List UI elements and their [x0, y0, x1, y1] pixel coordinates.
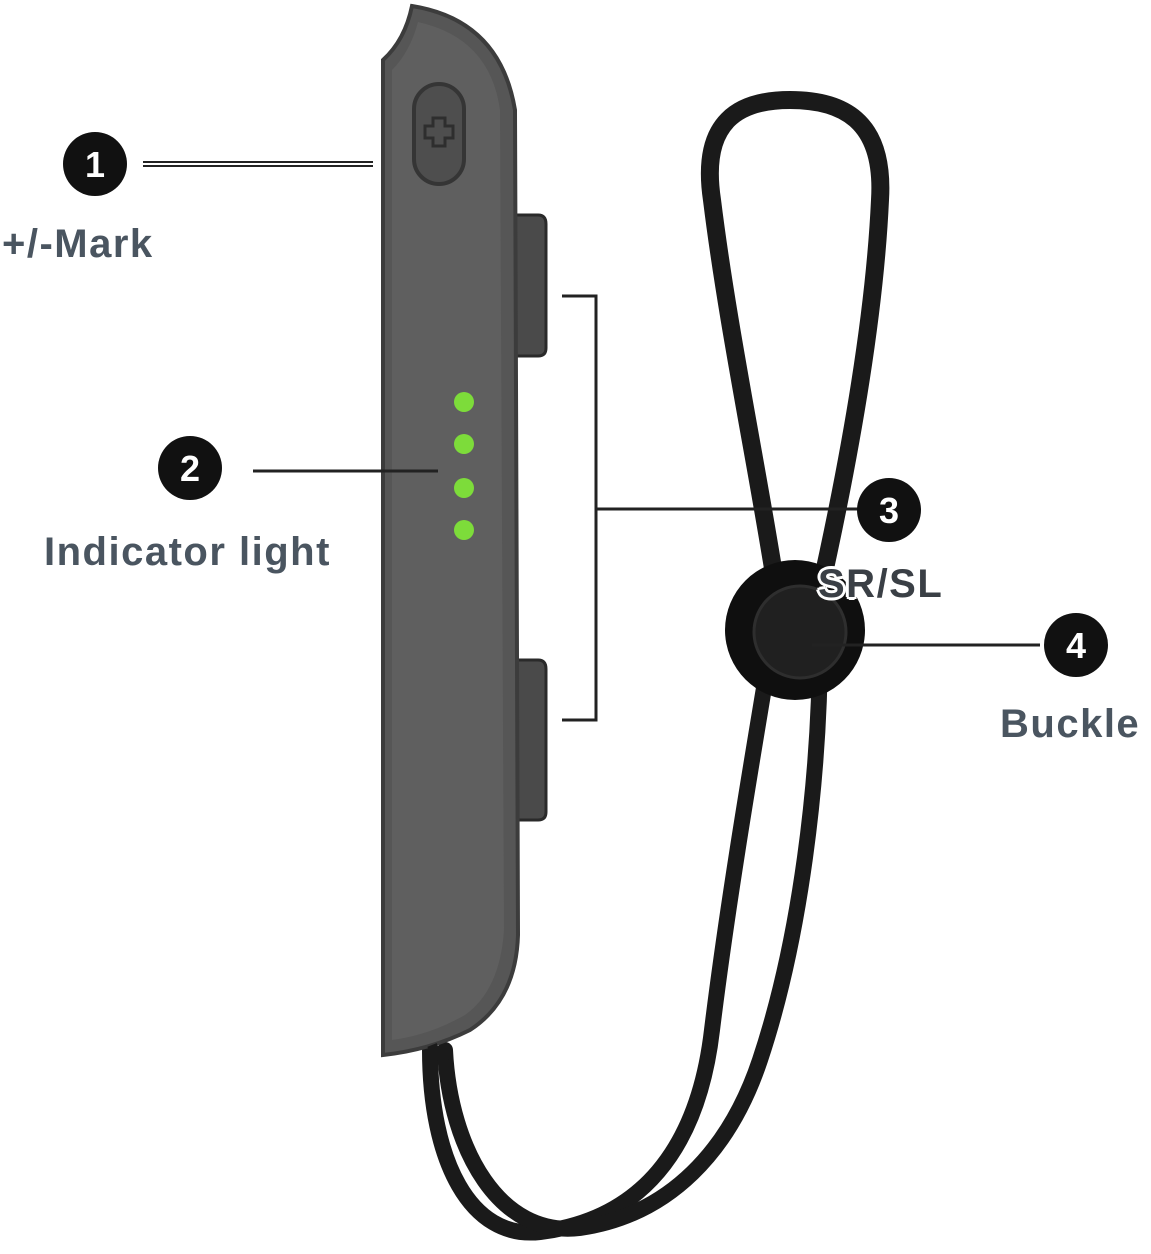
- buckle: [725, 560, 865, 700]
- strap-tail-outer: [422, 632, 780, 1241]
- badge-2: 2: [158, 436, 222, 500]
- badge-4: 4: [1044, 613, 1108, 677]
- led-3: [454, 478, 474, 498]
- label-sr-sl: SR/SL: [818, 562, 944, 606]
- badge-2-number: 2: [180, 448, 200, 489]
- strap-loop: [700, 91, 890, 609]
- led-4: [454, 520, 474, 540]
- indicator-leds: [454, 392, 474, 540]
- plus-minus-icon: [423, 116, 455, 148]
- badge-1-number: 1: [85, 144, 105, 185]
- led-2: [454, 434, 474, 454]
- sr-sl-bracket: [562, 294, 598, 722]
- controller-body: [381, 3, 548, 1062]
- led-1: [454, 392, 474, 412]
- label-buckle: Buckle: [1000, 702, 1141, 746]
- label-plus-minus-mark: +/-Mark: [2, 222, 154, 266]
- badge-4-number: 4: [1066, 625, 1086, 666]
- badge-1: 1: [63, 132, 127, 196]
- label-indicator-light: Indicator light: [44, 530, 331, 574]
- badge-3: 3: [857, 478, 921, 542]
- strap-anchor: [427, 1042, 449, 1062]
- wrist-strap: [422, 91, 890, 1241]
- badge-3-number: 3: [879, 490, 899, 531]
- leader-lines: [143, 161, 1040, 722]
- plus-minus-button: [412, 82, 466, 186]
- strap-tail-inner: [437, 632, 828, 1237]
